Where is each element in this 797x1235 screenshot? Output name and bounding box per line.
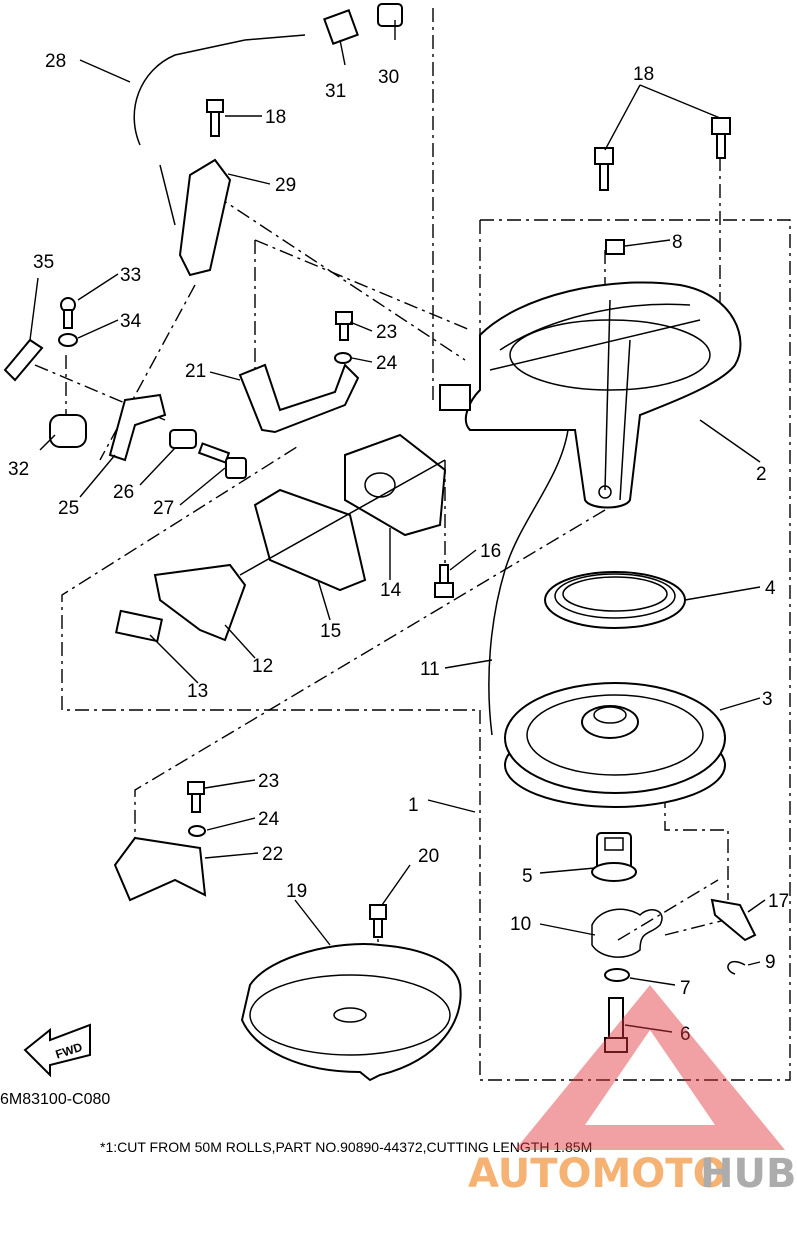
callout-22: 22 bbox=[262, 844, 283, 865]
link-joint-32-part bbox=[49, 414, 87, 448]
callout-35: 35 bbox=[33, 252, 54, 273]
drive-plate-part bbox=[591, 832, 637, 882]
washer-34-part bbox=[58, 333, 78, 347]
callout-3: 3 bbox=[762, 689, 773, 710]
callout-16: 16 bbox=[480, 541, 501, 562]
pawl-part bbox=[710, 898, 757, 942]
callout-15: 15 bbox=[320, 621, 341, 642]
callout-24-lower: 24 bbox=[258, 809, 280, 830]
callout-5: 5 bbox=[522, 866, 533, 887]
callout-32: 32 bbox=[8, 459, 29, 480]
screw-16-part bbox=[434, 564, 454, 598]
footnote: *1:CUT FROM 50M ROLLS,PART NO.90890-4437… bbox=[100, 1139, 592, 1155]
callout-24-upper: 24 bbox=[376, 353, 398, 374]
callout-20: 20 bbox=[418, 846, 439, 867]
watermark-word-hub: HUB bbox=[700, 1151, 796, 1197]
callout-27: 27 bbox=[153, 498, 174, 519]
callout-4: 4 bbox=[765, 578, 776, 599]
callout-2: 2 bbox=[756, 464, 767, 485]
callout-33: 33 bbox=[120, 265, 141, 286]
washer-24-upper-part bbox=[334, 352, 352, 364]
collar-26-part bbox=[169, 429, 197, 449]
washer-part bbox=[604, 968, 630, 982]
callout-21: 21 bbox=[185, 361, 206, 382]
link-rod-35-part bbox=[3, 338, 44, 382]
washer-24-lower-part bbox=[188, 825, 206, 837]
callout-28: 28 bbox=[45, 51, 66, 72]
callout-9: 9 bbox=[765, 952, 776, 973]
spring-31-part bbox=[323, 9, 359, 45]
callout-31: 31 bbox=[325, 81, 346, 102]
callout-23-upper: 23 bbox=[376, 322, 397, 343]
lever-25-part bbox=[108, 393, 167, 462]
drive-pulley-part bbox=[504, 682, 726, 808]
adjuster-30-part bbox=[377, 3, 403, 27]
throttle-cable-part bbox=[133, 39, 246, 146]
bolt-18-center-part bbox=[594, 147, 614, 191]
rope-guide-part bbox=[344, 433, 447, 537]
starter-rope-part bbox=[488, 429, 569, 736]
watermark-word-auto: AUTOMOTO bbox=[468, 1151, 727, 1197]
cable-bracket-part bbox=[178, 158, 232, 277]
starter-handle-part bbox=[153, 563, 247, 642]
callout-14: 14 bbox=[380, 580, 402, 601]
bracket-22-part bbox=[113, 836, 207, 902]
callout-6: 6 bbox=[680, 1024, 691, 1045]
starter-housing-part bbox=[439, 281, 742, 509]
rope-guide-seal-part bbox=[253, 488, 367, 592]
callout-1: 1 bbox=[408, 795, 419, 816]
automotohub-watermark: AUTOMOTO HUB bbox=[468, 985, 796, 1197]
callout-17: 17 bbox=[768, 891, 789, 912]
bolt-27-part bbox=[197, 442, 247, 479]
bracket-21-part bbox=[238, 363, 360, 434]
callout-34: 34 bbox=[120, 311, 142, 332]
callout-18-top: 18 bbox=[633, 64, 654, 85]
callout-8: 8 bbox=[672, 232, 683, 253]
drawing-code: 6M83100-C080 bbox=[0, 1091, 110, 1108]
center-bolt-part bbox=[604, 997, 628, 1053]
assembly-boundary-lines bbox=[34, 8, 791, 1081]
spring-clip-part bbox=[591, 908, 663, 958]
callout-labels: 1 2 3 4 5 6 7 8 9 10 11 12 13 14 15 16 1… bbox=[8, 51, 789, 1045]
bolt-23-upper-part bbox=[335, 311, 353, 341]
bolt-18-left-part bbox=[206, 99, 224, 137]
callout-26: 26 bbox=[113, 482, 134, 503]
bolt-20-part bbox=[369, 904, 387, 938]
circlip-part bbox=[727, 960, 746, 975]
fwd-direction-arrow-icon: FWD bbox=[23, 1023, 91, 1078]
cover-plate-part bbox=[240, 943, 462, 1082]
nut-8-part bbox=[605, 239, 625, 255]
callout-leader-lines bbox=[29, 20, 766, 1033]
spiral-spring-part bbox=[544, 571, 686, 629]
screw-33-part bbox=[60, 297, 76, 329]
callout-13: 13 bbox=[187, 681, 208, 702]
callout-11: 11 bbox=[420, 659, 440, 680]
callout-23-lower: 23 bbox=[258, 771, 279, 792]
callout-7: 7 bbox=[680, 978, 691, 999]
callout-30: 30 bbox=[378, 67, 399, 88]
handle-cap-part bbox=[114, 609, 164, 643]
callout-18-left: 18 bbox=[265, 107, 286, 128]
bolt-18-right-part bbox=[711, 117, 731, 159]
watermark-triangle-icon bbox=[515, 985, 785, 1150]
callout-19: 19 bbox=[286, 881, 307, 902]
bolt-23-lower-part bbox=[187, 781, 205, 813]
callout-25: 25 bbox=[58, 498, 79, 519]
callout-12: 12 bbox=[252, 656, 273, 677]
callout-10: 10 bbox=[510, 914, 531, 935]
callout-29: 29 bbox=[275, 175, 296, 196]
